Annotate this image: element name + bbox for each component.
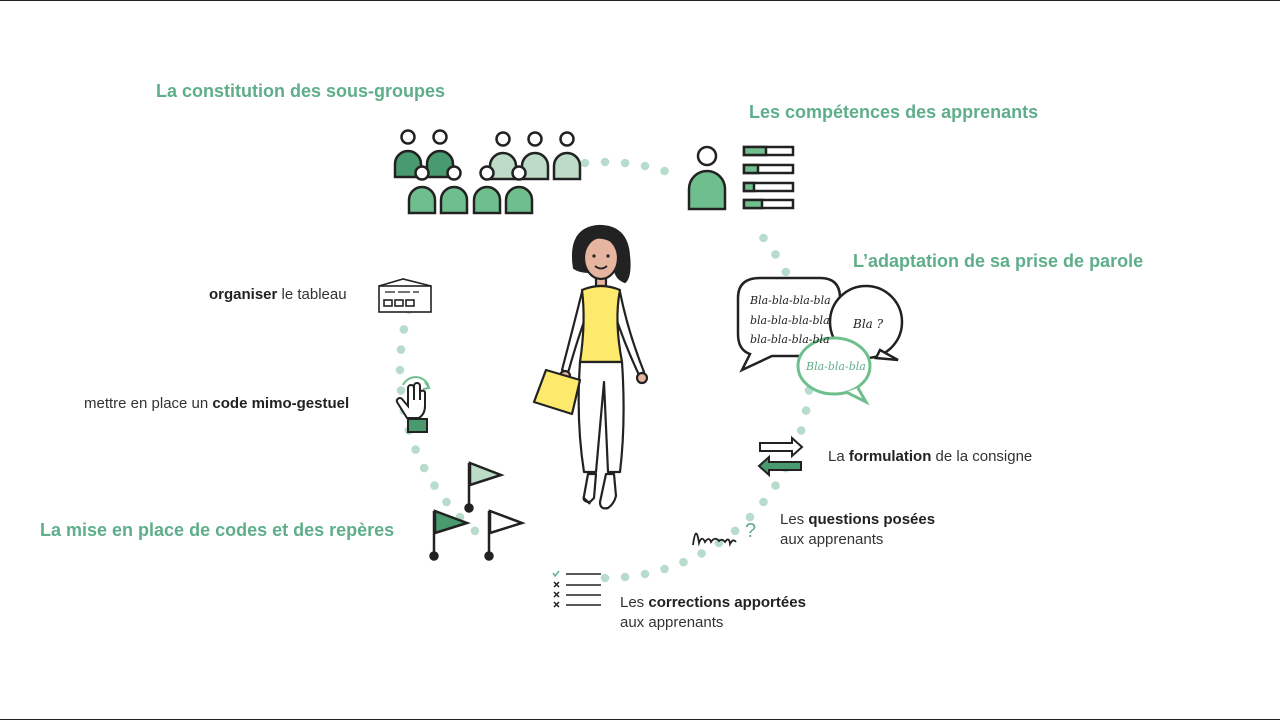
label-instruction-pre: La [828,448,849,465]
circle-dot [660,564,669,574]
label-corrections-pre: Les [620,594,649,611]
label-board-rest: le tableau [277,286,347,303]
circle-dot [660,166,669,176]
heading-skills: Les compétences des apprenants [749,102,1039,122]
label-instruction: La formulation de la consigne [828,447,1032,467]
circle-dot [714,538,724,548]
circle-dot [620,572,630,582]
question-mark: ? [745,520,756,542]
label-board-bold: organiser [209,286,278,303]
circle-dot [771,250,780,259]
learner-skills-icon [687,145,795,211]
heading-subgroups: La constitution des sous-groupes [156,81,446,101]
dotted-circle [395,157,815,583]
heading-speech: L’adaptation de sa prise de parole [853,251,1144,271]
label-corrections: Les corrections apportées aux apprenants [620,593,806,633]
label-gesture-bold: code mimo-gestuel [212,395,350,412]
label-questions-pre: Les [780,511,809,528]
label-board: organiser le tableau [209,285,347,305]
circle-dot [640,569,650,579]
circle-dot [620,158,630,168]
circle-dot [745,512,755,522]
bubble-big-line2: bla-bla-bla-bla [750,314,830,327]
arrows-icon [757,435,804,478]
circle-dot [730,526,740,536]
woman-illustration [532,224,649,510]
whiteboard-icon [378,278,432,313]
circle-dot [470,526,480,536]
circle-dot [419,463,429,473]
bubble-green-text: Bla-bla-bla [805,360,866,373]
circle-dot [442,497,451,507]
speech-bubbles-icon: Bla-bla-bla-bla bla-bla-bla-bla bla-bla-… [736,276,904,406]
label-gesture-pre: mettre en place un [84,395,213,412]
label-gesture: mettre en place un code mimo-gestuel [84,394,349,414]
circle-dot [395,365,405,375]
label-questions-line2: aux apprenants [780,531,884,548]
label-corrections-line2: aux apprenants [620,614,724,631]
question-scribble-icon: ? [692,520,756,548]
circle-dot [781,267,791,277]
circle-dot [396,345,406,354]
bubble-small-text: Bla ? [852,317,884,331]
label-instruction-bold: formulation [848,448,932,465]
circle-dot [600,157,610,167]
heading-codes: La mise en place de codes et des repères [40,520,395,540]
circle-dot [580,158,590,168]
circle-dot [430,481,439,490]
circle-dot [697,549,706,558]
people-groups-icon [393,129,582,215]
circle-dot [796,426,806,435]
circle-dot [399,325,409,334]
circle-dot [411,445,420,454]
circle-dot [759,233,768,243]
flags-icon [429,461,526,561]
circle-dot [640,161,650,171]
label-corrections-bold: corrections apportées [648,594,806,611]
label-instruction-rest: de la consigne [931,448,1033,465]
bubble-big-line1: Bla-bla-bla-bla [749,294,831,307]
bubble-big-line3: bla-bla-bla-bla [750,333,830,346]
label-questions-bold: questions posées [808,511,936,528]
circle-dot [396,386,406,395]
hand-gesture-icon [395,376,431,433]
circle-dot [759,497,768,507]
checklist-icon [552,570,601,608]
circle-dot [679,557,688,567]
circle-dot [771,481,780,490]
label-questions: Les questions posées aux apprenants [780,510,935,550]
circle-dot [600,573,610,583]
circle-dot [801,406,811,415]
